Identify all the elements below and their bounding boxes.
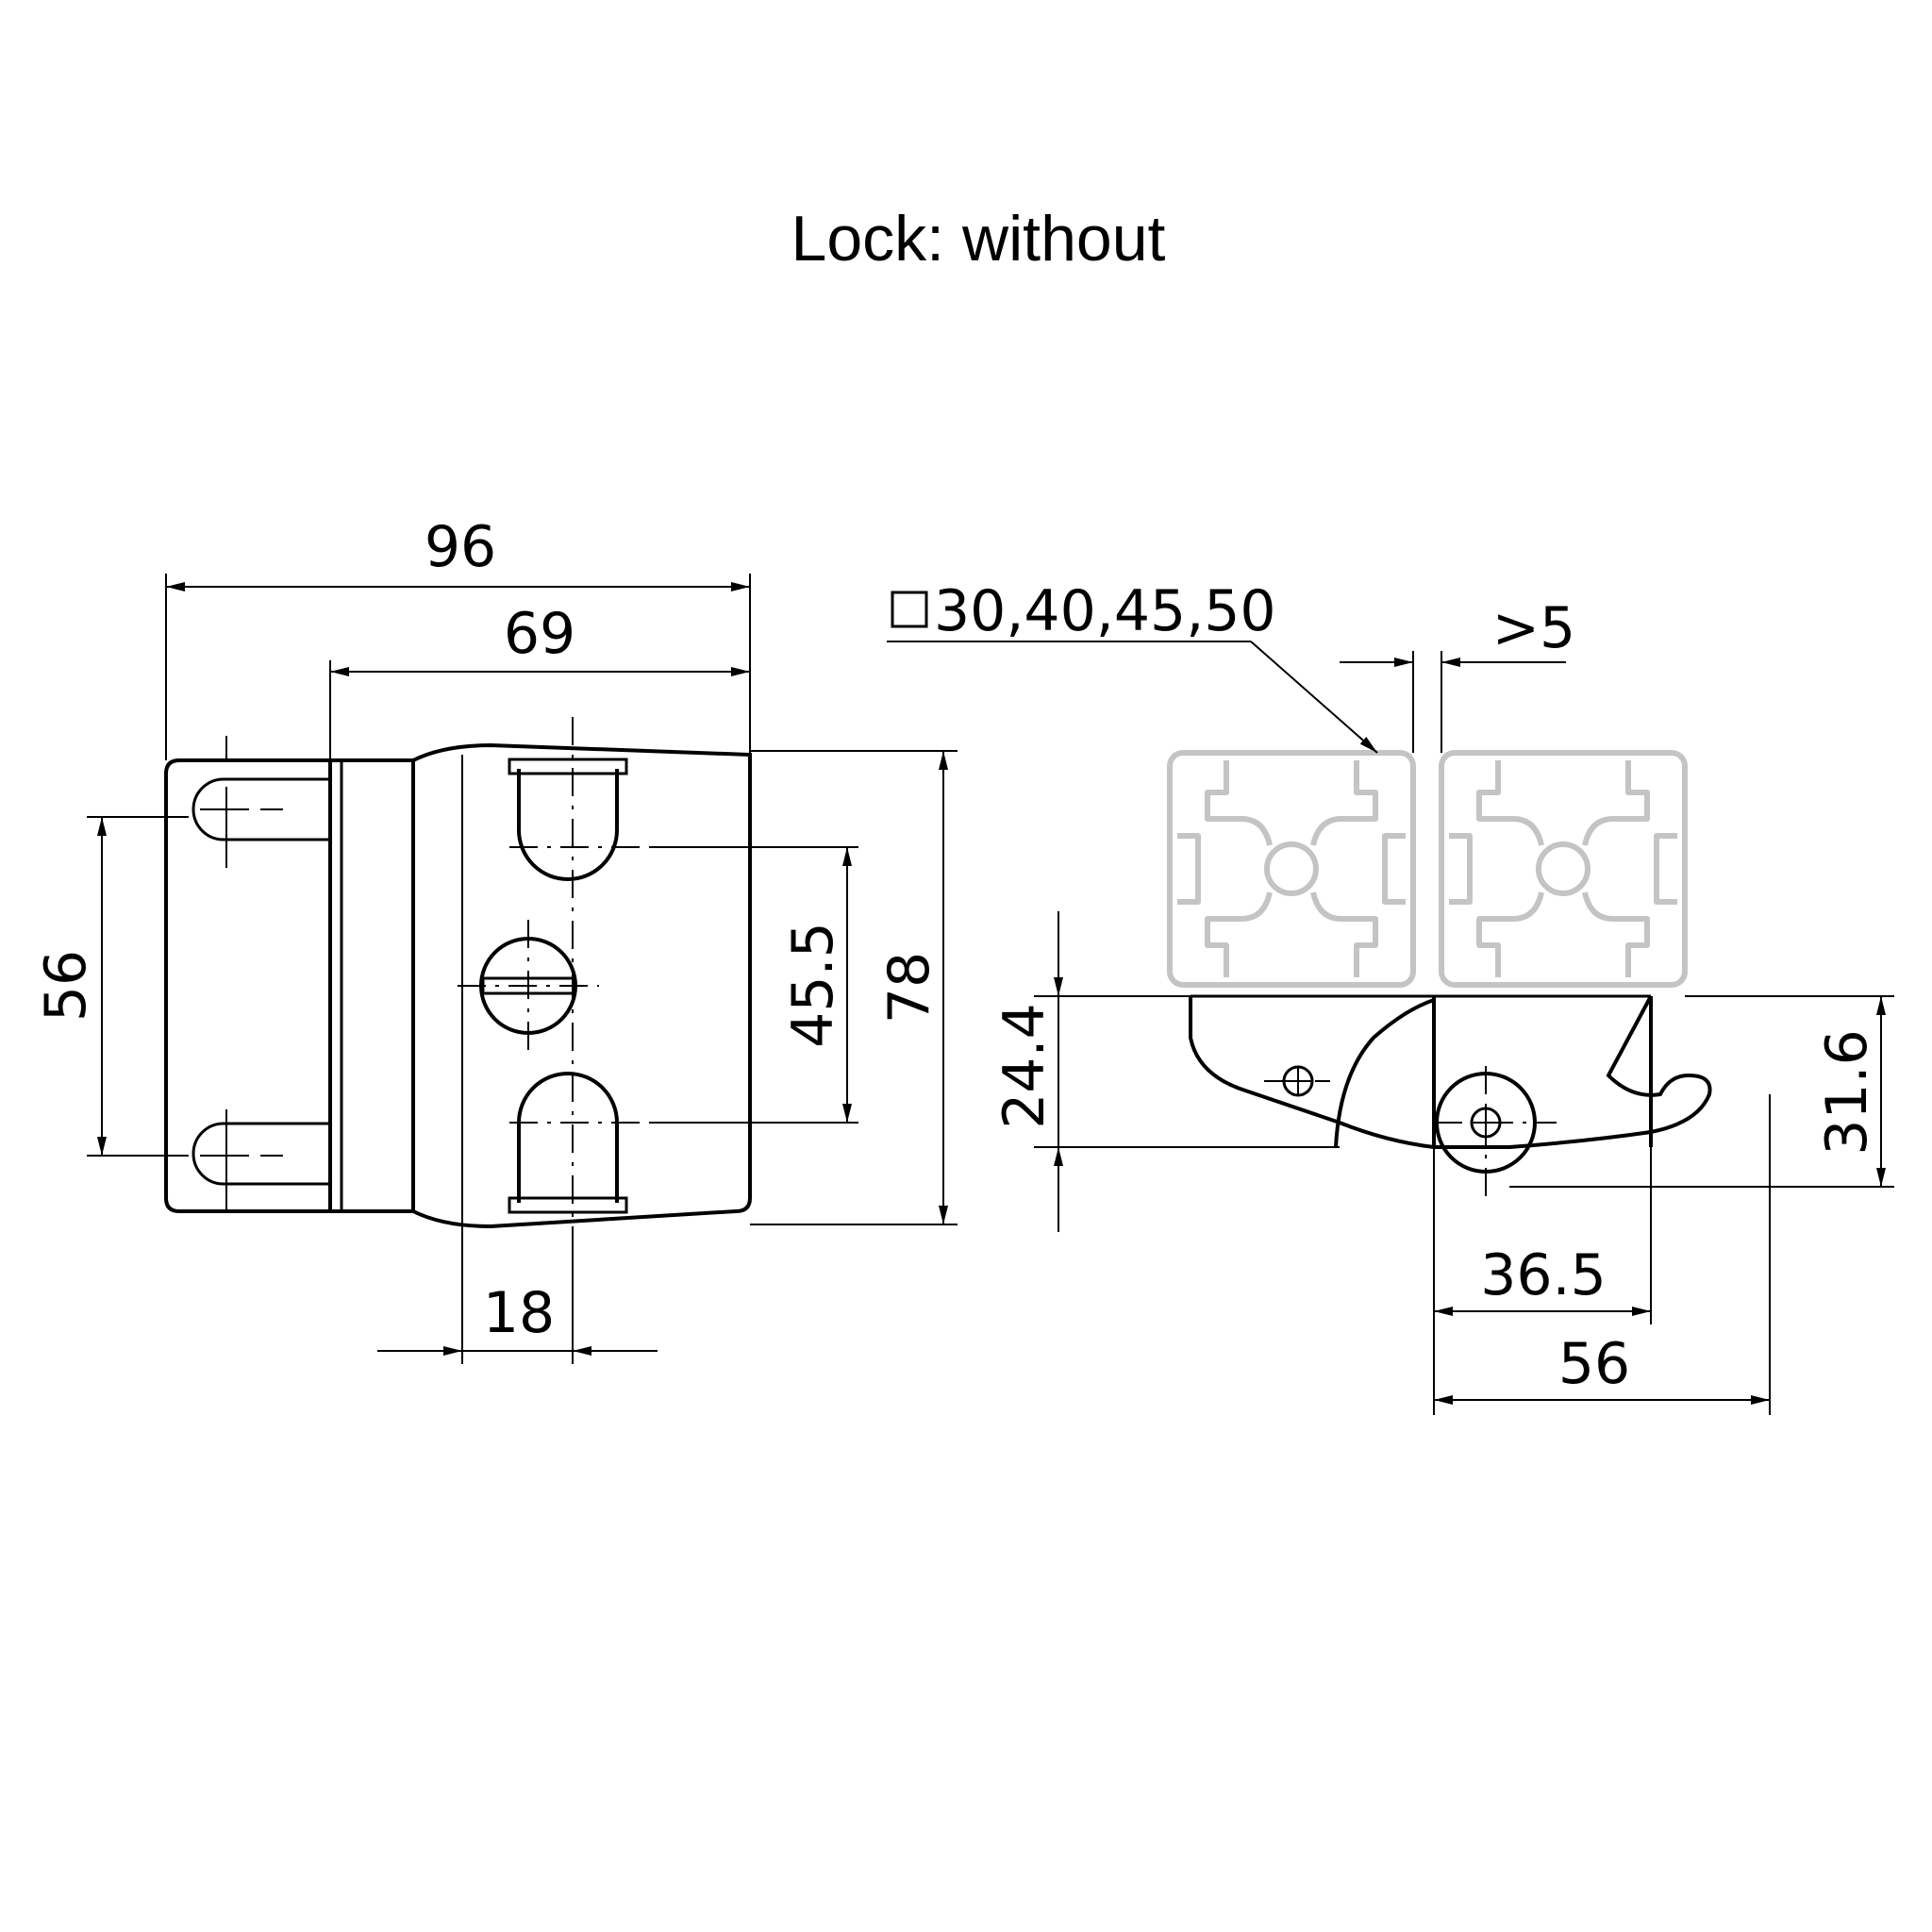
dim-height-high: 31.6 — [1814, 1029, 1880, 1156]
dim-gap: >5 — [1492, 595, 1575, 661]
dim-height-low: 24.4 — [991, 1003, 1058, 1129]
body-slot-bottom — [517, 1072, 619, 1203]
mounting-slot-bottom — [192, 1109, 330, 1211]
dim-length-short: 36.5 — [1480, 1242, 1607, 1308]
dim-body-width: 69 — [504, 601, 575, 667]
dim-overall-height: 78 — [876, 952, 942, 1024]
mounting-plate — [164, 758, 332, 1213]
front-view: 96 69 56 45.5 78 18 — [33, 514, 958, 1364]
latch-hook — [1189, 995, 1712, 1149]
dim-overall-width: 96 — [425, 514, 496, 580]
aluminium-profile-left — [1167, 750, 1416, 988]
drawing-title: Lock: without — [791, 203, 1166, 275]
dim-offset: 18 — [483, 1280, 555, 1346]
square-symbol — [891, 591, 928, 628]
side-view: 30,40,45,50 >5 24.4 31.6 36.5 56 — [887, 578, 1894, 1415]
latch-arc — [1334, 998, 1435, 1148]
center-screw — [458, 920, 599, 1052]
latch-body — [411, 742, 752, 1229]
dim-length-long: 56 — [1558, 1331, 1630, 1397]
body-slot-top — [517, 769, 619, 881]
dim-slot-spacing: 45.5 — [780, 922, 846, 1048]
mounting-slot-top — [192, 736, 330, 868]
aluminium-profile-right — [1439, 750, 1688, 988]
profile-size-label: 30,40,45,50 — [934, 578, 1276, 644]
dim-hole-spacing: 56 — [33, 950, 99, 1022]
